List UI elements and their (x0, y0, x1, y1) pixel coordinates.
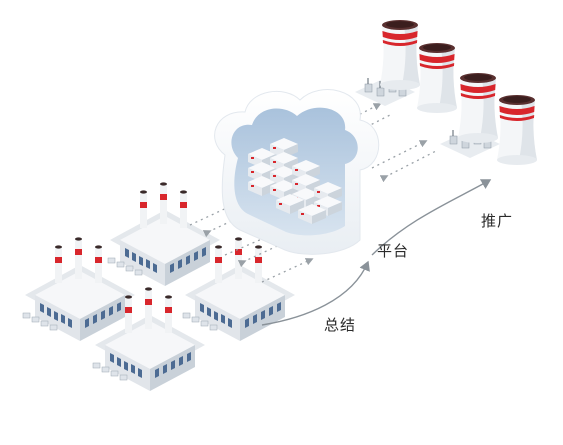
process-arrows (261, 179, 492, 326)
label-platform: 平台 (377, 242, 410, 260)
label-summary: 总结 (324, 316, 357, 334)
label-promote: 推广 (481, 212, 514, 230)
